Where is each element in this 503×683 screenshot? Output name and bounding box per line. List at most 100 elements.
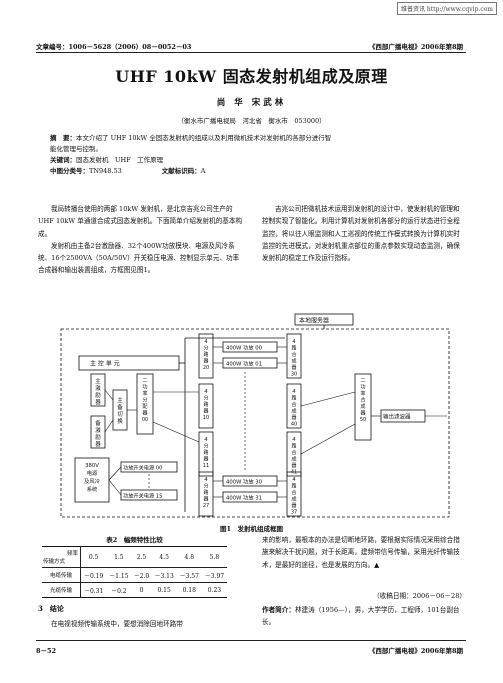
left-column: 我局转播台使用的两部 10kW 发射机，是北京吉兆公司生产的 UHF 10kW … (38, 203, 243, 277)
vertical-label-char: 器 (203, 457, 208, 463)
splitter-20 (198, 333, 214, 379)
table-cell: －1.15 (106, 567, 132, 583)
vertical-label-char: 器 (203, 409, 208, 415)
table-cell: －3.13 (151, 567, 177, 583)
vertical-label-char: 11 (203, 463, 209, 469)
vertical-label-char: 4 (292, 339, 295, 345)
abstract-line2: 能化管理与控制。 (50, 145, 102, 153)
vertical-label-char: 40 (291, 422, 297, 428)
table-cell: －0.31 (80, 582, 107, 598)
watermark: 维普资讯 http://www.cqvip.com (396, 2, 497, 15)
doc-label: 文献标识码： (161, 167, 201, 175)
vertical-label-char: 电源 (87, 469, 98, 477)
vertical-label-char: 器 (95, 399, 101, 406)
table-row: 光缆传输 －0.31 －0.2 0 0.15 0.18 0.23 (42, 582, 227, 598)
splitter-10 (198, 383, 214, 429)
vertical-label-char: 合 (291, 489, 296, 496)
vertical-label-char: 27 (203, 503, 209, 509)
table-cell: －0.19 (80, 567, 107, 583)
vertical-label-char: 主 (95, 377, 101, 385)
vertical-label-char: 分 (203, 443, 208, 450)
vertical-label-char: 路 (203, 449, 208, 456)
vertical-label-char: 10 (203, 415, 209, 421)
vertical-label-char: 分 (203, 483, 208, 490)
switch-ps-00-label: 功放开关电源 00 (123, 464, 162, 472)
abstract-block: 摘 要：本文介绍了 UHF 10kW 全固态发射机的组成以及利用微机技术对发射机… (50, 133, 450, 177)
table-cell: 1.5 (106, 546, 132, 568)
vertical-label-char: 器 (291, 503, 296, 509)
main-control-label: 主 控 单 元 (90, 360, 120, 368)
vertical-label-char: 合 (360, 397, 365, 404)
table-cell: 2.5 (131, 546, 152, 568)
doc-value: A (200, 167, 206, 175)
vertical-label-char: 30 (291, 372, 297, 378)
vertical-label-char: 合 (291, 449, 296, 456)
power-splitter-2way (136, 373, 154, 435)
vertical-label-char: 路 (203, 401, 208, 408)
table-cell: 5.8 (201, 546, 227, 568)
vertical-label-char: 4 (204, 339, 207, 345)
table-cell: －3.97 (201, 567, 227, 583)
output-filter-label: 输出滤波器 (383, 413, 411, 421)
vertical-label-char: 器 (360, 411, 365, 417)
vertical-label-char: 器 (203, 359, 208, 365)
table-cell: 0.23 (201, 582, 227, 598)
splitter-11 (198, 431, 214, 477)
table-row-label: 光缆传输 (42, 582, 81, 598)
table-cell: －0.2 (106, 582, 132, 598)
journal-header: 《西部广播电视》2006年第8期 (368, 43, 463, 51)
vertical-label-char: 二 (142, 378, 147, 384)
abstract-line1: 本文介绍了 UHF 10kW 全固态发射机的组成以及利用微机技术对发射机的各部分… (76, 134, 332, 142)
left-para-1: 我局转播台使用的两部 10kW 发射机，是北京吉兆公司生产的 UHF 10kW … (38, 205, 243, 238)
table-header-row: 频率传输方式 0.5 1.5 2.5 4.5 4.8 5.8 (42, 546, 227, 568)
vertical-label-char: 器 (291, 365, 296, 371)
vertical-label-char: 成 (291, 496, 296, 503)
table-cell: 0.18 (176, 582, 202, 598)
amp-30-label: 400W 功放 30 (226, 478, 263, 486)
bio-text: 林建涛（1956—），男，大学学历，工程师，101台副台长。 (262, 606, 460, 627)
vertical-label-char: 率 (360, 390, 365, 397)
vertical-label-char: 成 (291, 358, 296, 365)
vertical-label-char: 4 (292, 437, 295, 443)
keywords-label: 关键词： (50, 156, 76, 164)
paper-title: UHF 10kW 固态发射机组成及原理 (115, 67, 388, 86)
vertical-label-char: 二 (360, 378, 365, 384)
vertical-label-char: 00 (142, 417, 148, 423)
vertical-label-char: 路 (291, 483, 296, 490)
right-column: 吉兆公司把微机技术运用到发射机的设计中，使发射机的管理和控制实现了智能化。利用计… (262, 203, 466, 264)
journal-footer: 《西部广播电视》2006年第8期 (368, 647, 463, 655)
switch-ps-15-label: 功放开关电源 15 (123, 492, 162, 500)
author-bio: 作者简介：林建涛（1956—），男，大学学历，工程师，101台副台长。 (262, 604, 466, 629)
keywords: 固态发射机 UHF 工作原理 (76, 156, 164, 164)
combiner-37 (286, 471, 302, 517)
footer-rule (36, 640, 466, 641)
vertical-label-char: 分 (203, 395, 208, 402)
vertical-label-char: 分 (142, 397, 147, 404)
vertical-label-char: 及风冷 (84, 477, 101, 485)
system-enclosure (60, 328, 450, 518)
table-caption: 表2 幅频特性比较 (106, 536, 163, 544)
table-cell: 0 (131, 582, 152, 598)
vertical-label-char: 激 (95, 426, 101, 434)
authors: 尚 华 宋武林 (216, 98, 287, 108)
table-cell: 4.5 (151, 546, 177, 568)
vertical-label-char: 4 (292, 477, 295, 483)
clc-value: TN948.53 (89, 167, 122, 175)
vertical-label-char: 器 (203, 497, 208, 503)
vertical-label-char: 合 (291, 401, 296, 408)
vertical-label-char: 路 (291, 345, 296, 352)
vertical-label-char: 成 (291, 456, 296, 463)
vertical-label-char: 分 (203, 345, 208, 352)
vertical-label-char: 系统 (87, 485, 98, 493)
clc-label: 中图分类号： (50, 167, 89, 175)
table-row: 电缆传输 －0.19 －1.15 －2.0 －3.13 －3.57 －3.97 (42, 567, 227, 583)
vertical-label-char: 切 (117, 411, 123, 418)
vertical-label-char: 主 (117, 396, 123, 404)
